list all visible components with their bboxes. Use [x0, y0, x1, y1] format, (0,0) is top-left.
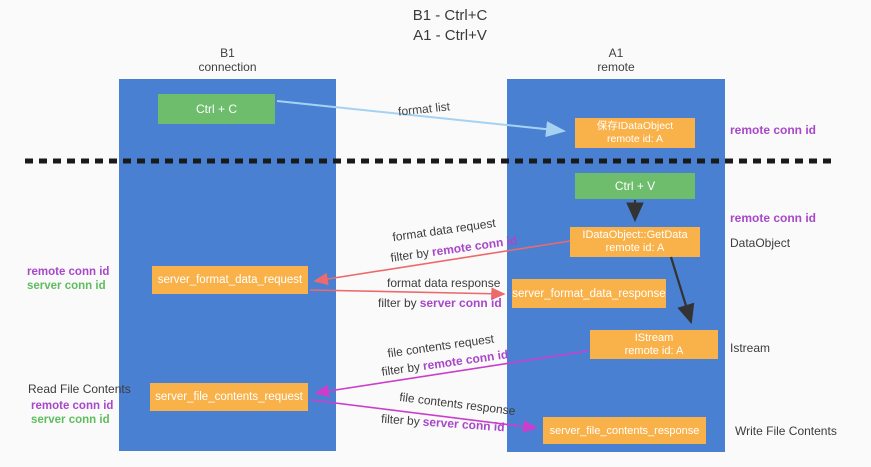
- conn-id-group-bottom: remote conn id server conn id: [31, 400, 113, 427]
- label-server-conn-id-left-mid: server conn id: [27, 279, 106, 292]
- filter-by-text: filter by: [389, 245, 430, 265]
- node-server-format-data-request: server_format_data_request: [152, 266, 308, 294]
- node-idataobject-getdata: IDataObject::GetData remote id: A: [570, 227, 700, 257]
- node-ctrl-v: Ctrl + V: [575, 173, 695, 199]
- label-read-file-contents: Read File Contents: [28, 382, 131, 396]
- label-remote-conn-id-top: remote conn id: [730, 123, 817, 137]
- label-istream: Istream: [730, 341, 771, 355]
- node-server-format-data-response: server_format_data_response: [512, 279, 666, 308]
- title-line-1: B1 - Ctrl+C: [412, 7, 488, 24]
- title-line-2: A1 - Ctrl+V: [413, 27, 487, 44]
- conn-id-group-mid: remote conn id server conn id: [27, 266, 109, 293]
- arrow-format-data-response: [309, 287, 506, 301]
- label-format-list: format list: [397, 99, 451, 119]
- node-format-request-label: server_format_data_request: [157, 274, 303, 286]
- label-remote-conn-id-left-bottom: remote conn id: [31, 400, 114, 412]
- node-ctrl-c: Ctrl + C: [158, 94, 275, 124]
- node-saved-idataobject: 保存IDataObject remote id: A: [575, 118, 695, 148]
- node-saved-idataobject-line1: 保存IDataObject: [596, 120, 674, 132]
- column-header-a1: A1 remote: [507, 46, 725, 74]
- column-b1-role: connection: [198, 60, 257, 74]
- label-server-conn-id-left-bottom: server conn id: [31, 413, 110, 426]
- node-file-request-label: server_file_contents_request: [155, 391, 303, 403]
- server-conn-id-key: server conn id: [419, 296, 502, 310]
- node-format-response-label: server_format_data_response: [512, 287, 666, 300]
- node-istream: IStream remote id: A: [590, 330, 718, 359]
- node-ctrl-c-label: Ctrl + C: [195, 102, 237, 116]
- node-saved-idataobject-line2: remote id: A: [606, 133, 664, 145]
- node-istream-line1: IStream: [634, 331, 674, 344]
- node-ctrl-v-label: Ctrl + V: [614, 179, 656, 193]
- label-dataobject: DataObject: [730, 236, 791, 250]
- label-format-data-response: format data response: [387, 276, 501, 290]
- node-getdata-line2: remote id: A: [605, 242, 665, 254]
- filter-by-text: filter by: [380, 411, 421, 429]
- column-a1-role: remote: [597, 60, 635, 74]
- label-write-file-contents: Write File Contents: [735, 424, 837, 438]
- filter-by-text: filter by: [380, 359, 421, 379]
- column-header-b1: B1 connection: [119, 46, 336, 74]
- label-remote-conn-id-mid: remote conn id: [730, 211, 817, 225]
- node-istream-line2: remote id: A: [624, 344, 684, 357]
- node-server-file-contents-response: server_file_contents_response: [543, 417, 706, 444]
- node-file-response-label: server_file_contents_response: [549, 424, 700, 437]
- label-remote-conn-id-left-mid: remote conn id: [27, 266, 110, 278]
- column-a1-name: A1: [608, 46, 624, 60]
- column-b1-name: B1: [220, 46, 235, 60]
- filter-by-text: filter by: [378, 296, 417, 310]
- node-getdata-line1: IDataObject::GetData: [582, 229, 688, 241]
- page-title: B1 - Ctrl+C A1 - Ctrl+V: [300, 6, 600, 46]
- node-server-file-contents-request: server_file_contents_request: [150, 383, 308, 411]
- server-conn-id-key: server conn id: [422, 414, 506, 435]
